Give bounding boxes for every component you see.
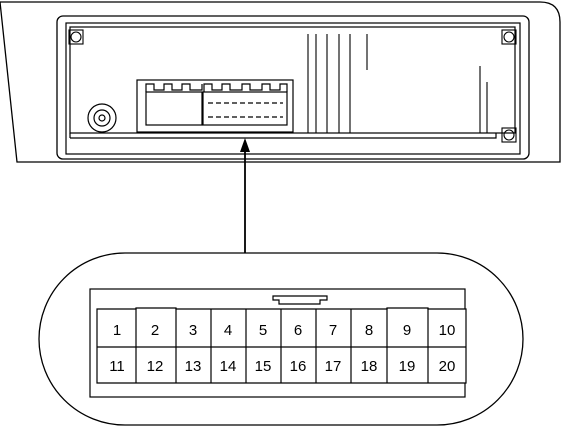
pin-number: 10 [439,322,456,339]
pin-numbers-top-row: 1 2 3 4 5 6 7 8 9 10 [113,322,456,339]
pin-number: 18 [361,358,378,375]
connector-face [89,288,467,398]
pin-number: 14 [220,358,237,375]
mounting-screw-icon [68,29,84,45]
pin-number: 9 [403,322,411,339]
pin-number: 20 [439,358,456,375]
pin-numbers-bottom-row: 11 12 13 14 15 16 17 18 19 20 [109,358,455,375]
pin-number: 12 [147,358,164,375]
connector-socket [136,79,294,133]
pin-number: 6 [294,322,302,339]
rear-panel [65,22,521,155]
pin-number: 17 [325,358,342,375]
pin-number: 1 [113,322,121,339]
pin-number: 11 [109,358,125,375]
pin-number: 8 [365,322,373,339]
pin-number: 19 [399,358,416,375]
mounting-screw-icon [501,29,517,45]
pin-number: 4 [224,322,232,339]
pin-number: 2 [151,322,159,339]
pin-number: 7 [329,322,337,339]
unit-housing [0,1,561,163]
pin-number: 5 [259,322,267,339]
pin-number: 13 [185,358,202,375]
pin-number: 15 [255,358,272,375]
pin-number: 3 [189,322,197,339]
antenna-jack-icon [87,103,117,133]
heatsink-fins [307,34,488,133]
pin-number: 16 [290,358,307,375]
arrow-up-icon [240,138,250,253]
mounting-screw-icon [501,127,517,143]
